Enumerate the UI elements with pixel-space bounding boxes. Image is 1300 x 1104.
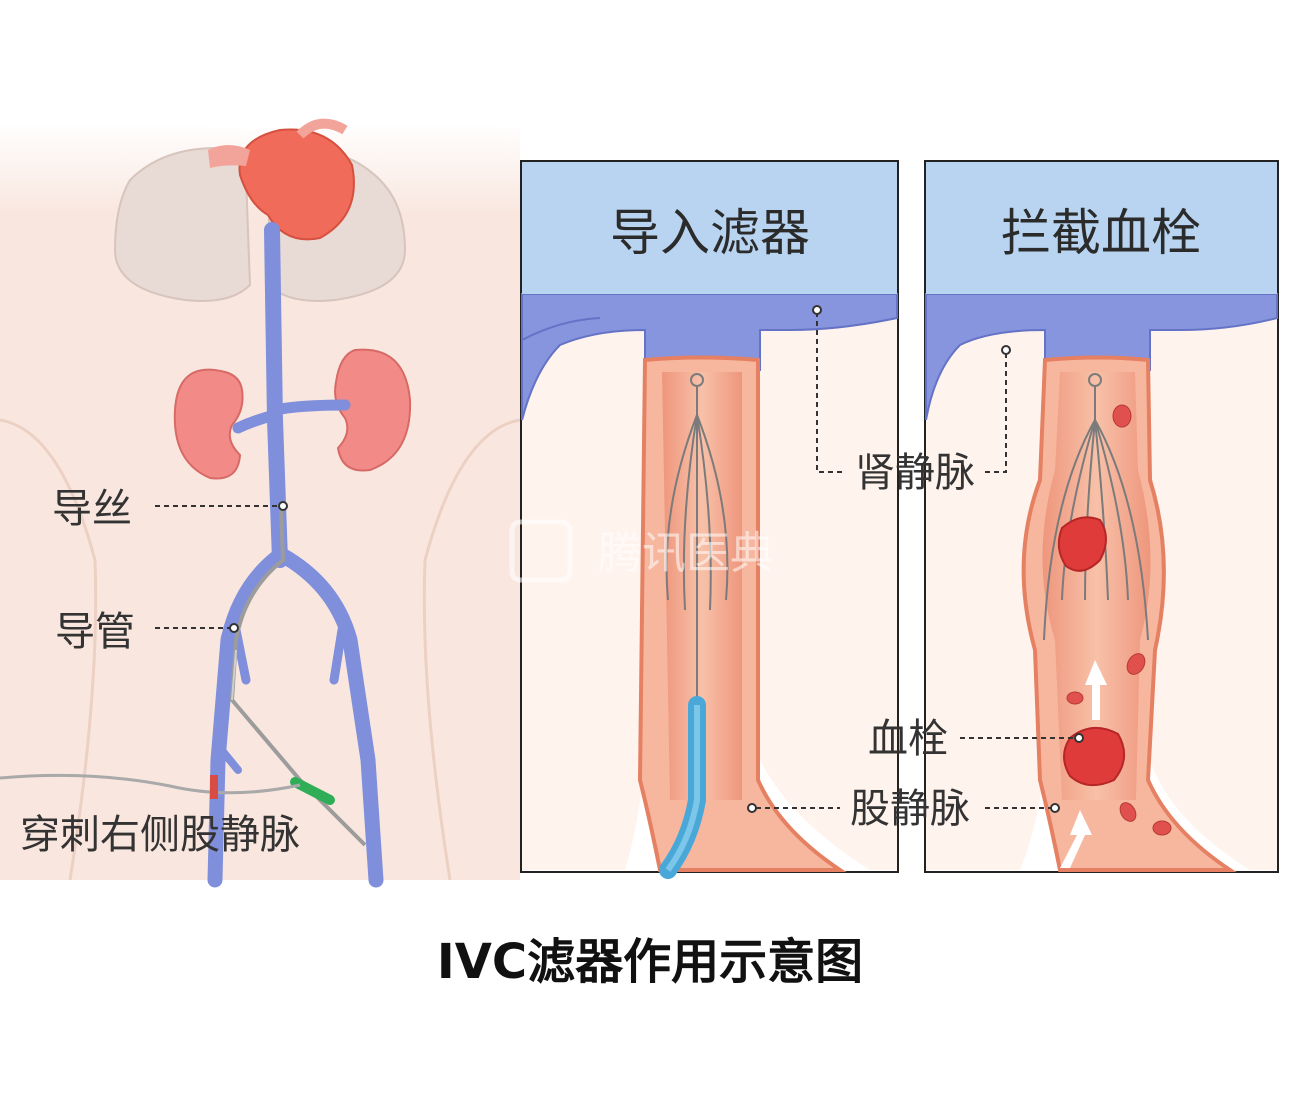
heart [208, 118, 355, 241]
right-kidney [334, 348, 412, 472]
trapped-clot [1057, 516, 1107, 572]
puncture-sheath [0, 773, 335, 805]
panel-introduce-filter: 导入滤器 [520, 160, 899, 879]
panel2-title: 拦截血栓 [1001, 204, 1201, 262]
label-puncture: 穿刺右侧股静脉 [20, 812, 300, 858]
label-puncture-text: 穿刺右侧股静脉 [20, 812, 300, 858]
figure-caption: IVC滤器作用示意图 [436, 934, 864, 990]
label-thrombus-text: 血栓 [868, 716, 948, 762]
label-thrombus: 血栓 [868, 716, 1084, 762]
embolus-clot [1063, 727, 1125, 787]
label-femoral-vein-text: 股静脉 [850, 786, 970, 832]
label-guidewire-text: 导丝 [52, 486, 132, 532]
label-catheter: 导管 [55, 609, 239, 655]
red-blood-cells [1066, 404, 1172, 836]
label-femoral-vein: 股静脉 [747, 786, 1060, 832]
left-kidney [173, 368, 244, 480]
vena-cava-tree [207, 222, 384, 888]
panel1-title: 导入滤器 [610, 204, 810, 262]
label-renal-vein: 肾静脉 [812, 305, 1011, 496]
body-illustration [0, 122, 521, 881]
catheter-guidewire [229, 507, 367, 847]
ivc-filter-collapsed [665, 373, 729, 705]
ivc-filter-deployed [1043, 373, 1149, 641]
panel-trap-thrombus: 拦截血栓 [924, 160, 1279, 873]
label-catheter-text: 导管 [55, 609, 135, 655]
label-renal-vein-text: 肾静脉 [855, 450, 975, 496]
label-guidewire: 导丝 [52, 486, 288, 532]
flow-arrows [1060, 660, 1107, 868]
watermark: 腾讯医典 [509, 519, 774, 583]
watermark-text: 腾讯医典 [598, 528, 774, 579]
